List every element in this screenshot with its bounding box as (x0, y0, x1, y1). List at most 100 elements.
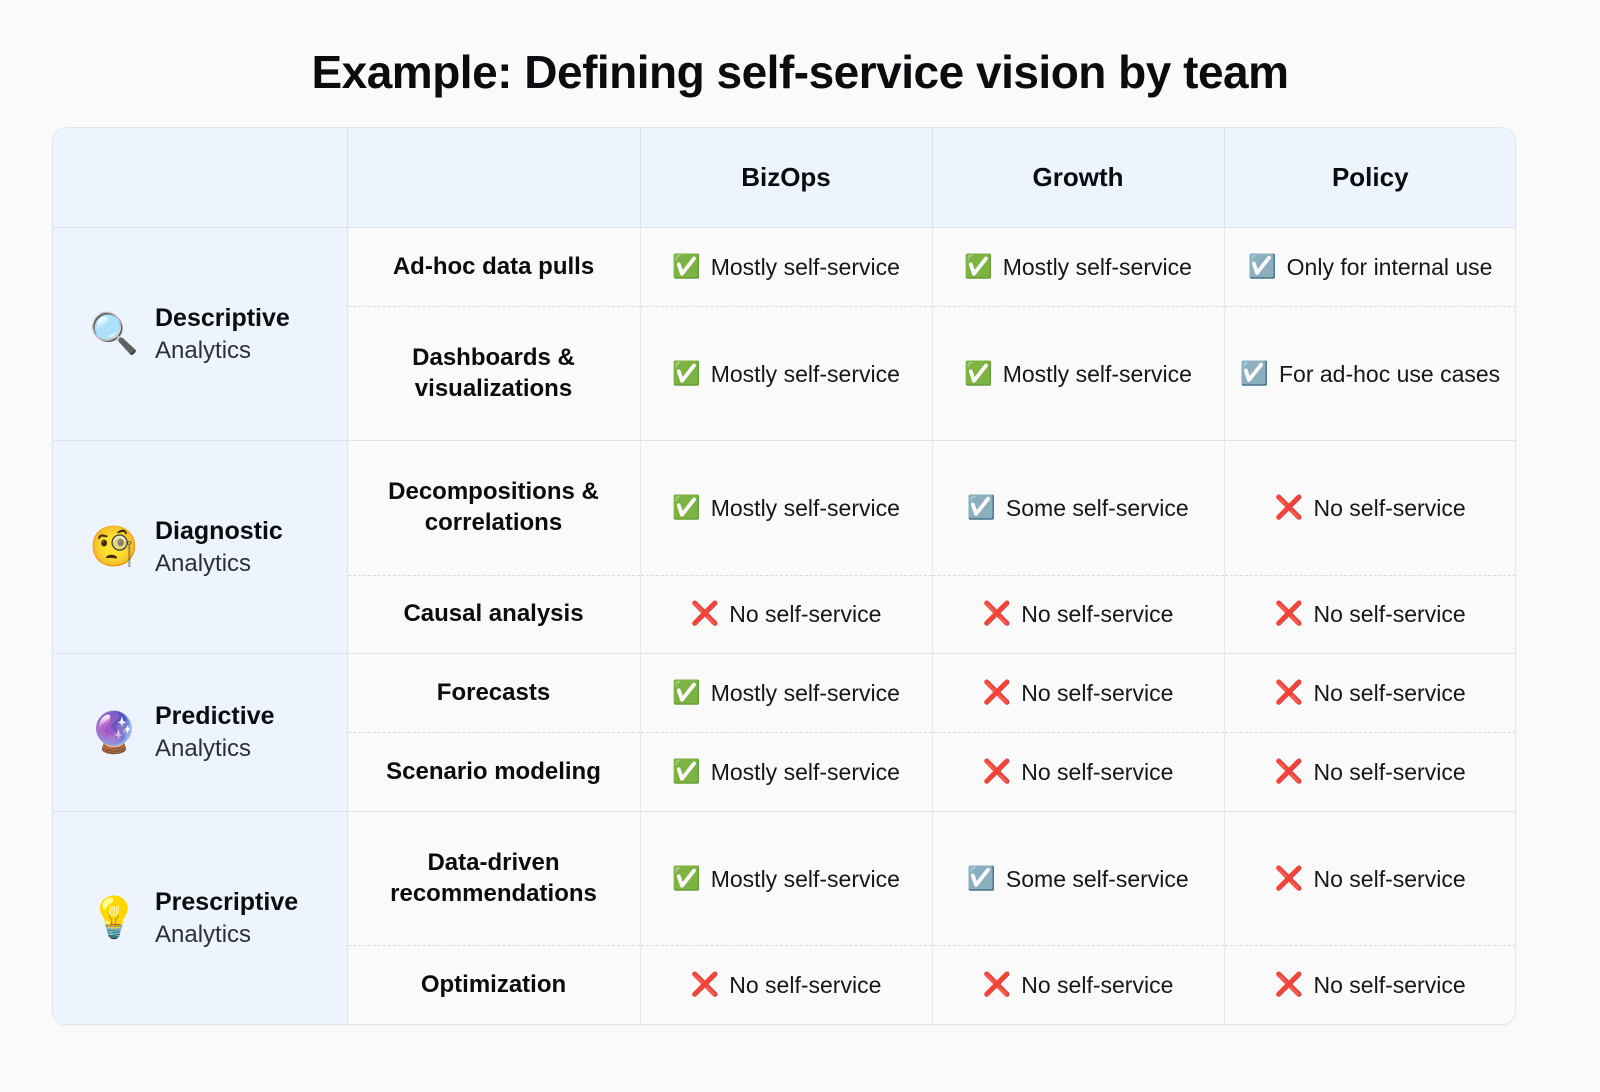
status-cell: ✅Mostly self-service (640, 440, 933, 575)
status-label: No self-service (1313, 494, 1466, 521)
green-check-box-icon: ✅ (672, 253, 701, 280)
gray-check-box-icon: ☑️ (1248, 253, 1277, 280)
status-label: Mostly self-service (710, 494, 900, 521)
header-task (347, 128, 641, 228)
monocle-face-icon: 🧐 (89, 524, 139, 571)
category-name: Predictive (155, 702, 275, 731)
status-cell: ❌ No self-service (932, 653, 1225, 733)
green-check-box-icon: ✅ (672, 360, 701, 387)
red-cross-mark-icon: ❌ (982, 680, 1012, 707)
header-category (53, 128, 348, 228)
red-cross-mark-icon: ❌ (1274, 972, 1304, 999)
red-cross-mark-icon: ❌ (690, 972, 720, 999)
status-cell: ✅ Mostly self-service (640, 305, 933, 441)
status-label: No self-service (1021, 601, 1174, 628)
status-cell: ✅ Mostly self-service (932, 305, 1225, 441)
green-check-box-icon: ✅ (964, 360, 993, 387)
task-cell: Forecasts (347, 653, 641, 733)
status-label: Mostly self-service (710, 360, 900, 387)
status-label: Mostly self-service (1002, 253, 1192, 280)
status-cell: ☑️ Only for internal use (1224, 227, 1515, 307)
task-cell: Dashboards & visualizations (347, 305, 641, 441)
status-label: Mostly self-service (710, 865, 900, 892)
category-name: Prescriptive (155, 887, 299, 916)
green-check-box-icon: ✅ (672, 759, 701, 786)
status-cell: ☑️ Some self-service (932, 440, 1225, 575)
status-cell: ❌ No self-service (1224, 732, 1515, 812)
status-label: Mostly self-service (710, 759, 900, 786)
header-row: BizOps Growth Policy (53, 128, 1515, 228)
red-cross-mark-icon: ❌ (982, 601, 1012, 628)
red-cross-mark-icon: ❌ (1274, 494, 1304, 521)
status-cell: ❌ No self-service (1224, 440, 1515, 575)
status-label: No self-service (729, 601, 882, 628)
header-team-bizops: BizOps (640, 128, 933, 228)
status-label: No self-service (1313, 972, 1466, 999)
status-label: No self-service (1313, 680, 1466, 707)
red-cross-mark-icon: ❌ (1274, 680, 1304, 707)
status-label: Only for internal use (1286, 253, 1493, 280)
status-cell: ✅ Mostly self-service (640, 732, 933, 812)
header-team-growth: Growth (932, 128, 1225, 228)
magnifying-glass-icon: 🔍 (89, 311, 139, 358)
category-name: Descriptive (155, 303, 290, 332)
table-row: Dashboards & visualizations ✅ Mostly self-… (53, 305, 1515, 441)
green-check-box-icon: ✅ (672, 680, 701, 707)
status-label: Mostly self-service (710, 680, 900, 707)
status-label: No self-service (1313, 865, 1466, 892)
red-cross-mark-icon: ❌ (1274, 759, 1304, 786)
task-cell: Ad-hoc data pulls (347, 227, 641, 307)
category-subtitle: Analytics (155, 920, 252, 948)
gray-check-box-icon: ☑️ (967, 865, 996, 892)
status-label: No self-service (1021, 972, 1174, 999)
table-row: Scenario modeling ✅ Mostly self-service ❌ No… (53, 732, 1515, 812)
table-row: Optimization ❌ No self-service ❌ No self-ser… (53, 945, 1515, 1024)
status-cell: ✅Mostly self-service (640, 811, 933, 946)
status-cell: ❌ No self-service (1224, 574, 1515, 654)
status-label: Some self-service (1005, 494, 1189, 521)
gray-check-box-icon: ☑️ (1240, 360, 1269, 387)
status-cell: ☑️ For ad-hoc use cases (1224, 305, 1515, 441)
status-label: No self-service (729, 972, 882, 999)
status-label: No self-service (1021, 680, 1174, 707)
status-cell: ☑️Some self-service (932, 811, 1225, 946)
task-cell: Decompositions & correlations (347, 440, 641, 575)
page-title: Example: Defining self-service vision by… (311, 46, 1289, 98)
red-cross-mark-icon: ❌ (690, 601, 720, 628)
light-bulb-icon: 💡 (89, 895, 139, 942)
status-cell: ❌ No self-service (640, 945, 933, 1024)
status-cell: ✅Mostly self-service (932, 227, 1225, 307)
header-team-policy: Policy (1224, 128, 1515, 228)
status-label: No self-service (1021, 759, 1174, 786)
category-subtitle: Analytics (155, 336, 252, 364)
red-cross-mark-icon: ❌ (982, 972, 1012, 999)
status-cell: ❌ No self-service (932, 732, 1225, 812)
gray-check-box-icon: ☑️ (967, 494, 996, 521)
category-subtitle: Analytics (155, 549, 252, 577)
task-cell: Optimization (347, 945, 641, 1024)
status-cell: ❌ No self-service (1224, 811, 1515, 946)
task-cell: Causal analysis (347, 574, 641, 654)
status-label: No self-service (1313, 601, 1466, 628)
red-cross-mark-icon: ❌ (982, 759, 1012, 786)
category-name: Diagnostic (155, 516, 283, 545)
red-cross-mark-icon: ❌ (1274, 601, 1304, 628)
status-label: Mostly self-service (1002, 360, 1192, 387)
task-cell: Scenario modeling (347, 732, 641, 812)
crystal-ball-icon: 🔮 (89, 709, 139, 756)
status-label: For ad-hoc use cases (1278, 360, 1501, 387)
status-cell: ❌ No self-service (640, 574, 933, 654)
red-cross-mark-icon: ❌ (1274, 865, 1304, 892)
status-label: No self-service (1313, 759, 1466, 786)
